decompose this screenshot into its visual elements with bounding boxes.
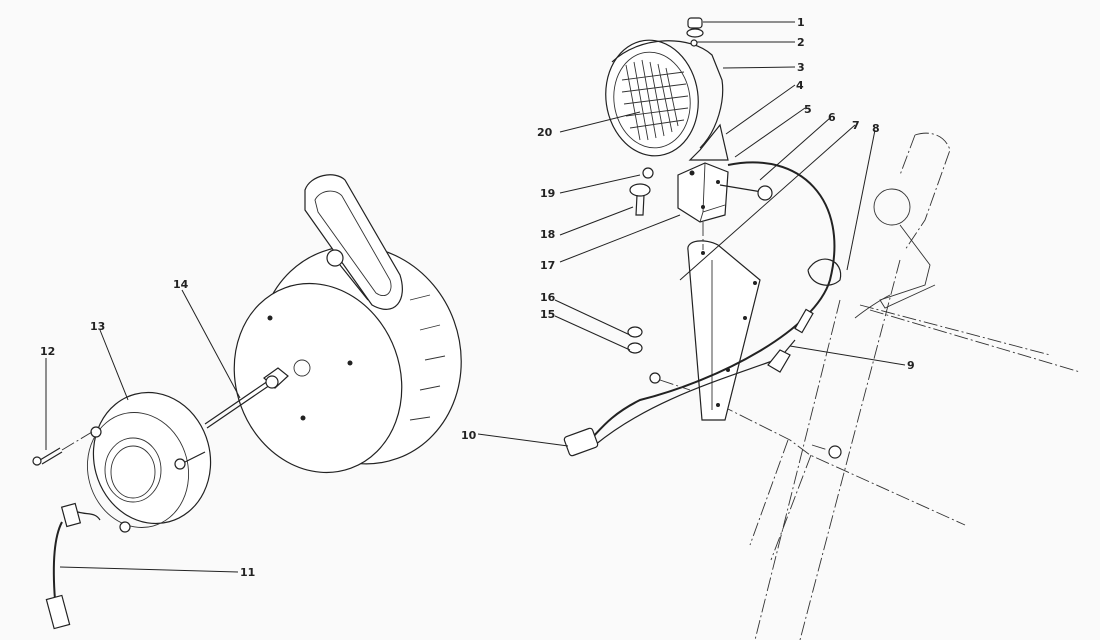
callout-6: 6 bbox=[828, 111, 836, 124]
horn-cover bbox=[86, 391, 212, 533]
lamp-bracket bbox=[629, 162, 773, 223]
callout-11: 11 bbox=[240, 566, 255, 579]
callout-13: 13 bbox=[90, 320, 105, 333]
callout-10: 10 bbox=[461, 429, 477, 442]
callout-18: 18 bbox=[540, 228, 555, 241]
horn-harness bbox=[45, 502, 101, 630]
callout-2: 2 bbox=[797, 36, 805, 49]
callout-17: 17 bbox=[540, 259, 555, 272]
callout-7: 7 bbox=[852, 119, 860, 132]
leader-lines bbox=[45, 21, 906, 573]
callout-14: 14 bbox=[173, 278, 189, 291]
callout-12: 12 bbox=[40, 345, 55, 358]
callout-8: 8 bbox=[872, 122, 880, 135]
steering-shaft bbox=[204, 367, 289, 429]
callout-16: 16 bbox=[540, 291, 556, 304]
steering-wheel bbox=[304, 174, 403, 310]
mount-plate bbox=[687, 222, 761, 421]
steering-housing bbox=[233, 245, 462, 474]
callout-1: 1 bbox=[797, 16, 805, 29]
callout-9: 9 bbox=[907, 359, 915, 372]
callout-5: 5 bbox=[804, 103, 812, 116]
callout-15: 15 bbox=[540, 308, 555, 321]
callout-19: 19 bbox=[540, 187, 555, 200]
vehicle-frame bbox=[719, 132, 1081, 640]
callout-3: 3 bbox=[797, 61, 805, 74]
work-lamp bbox=[605, 17, 729, 161]
washers bbox=[627, 326, 643, 354]
callout-4: 4 bbox=[796, 79, 804, 92]
callout-labels: 1 2 3 4 5 6 7 8 9 10 11 12 13 14 15 16 1… bbox=[40, 16, 915, 579]
screw bbox=[32, 431, 93, 466]
callout-20: 20 bbox=[537, 126, 553, 139]
wiring-harness bbox=[563, 161, 842, 459]
